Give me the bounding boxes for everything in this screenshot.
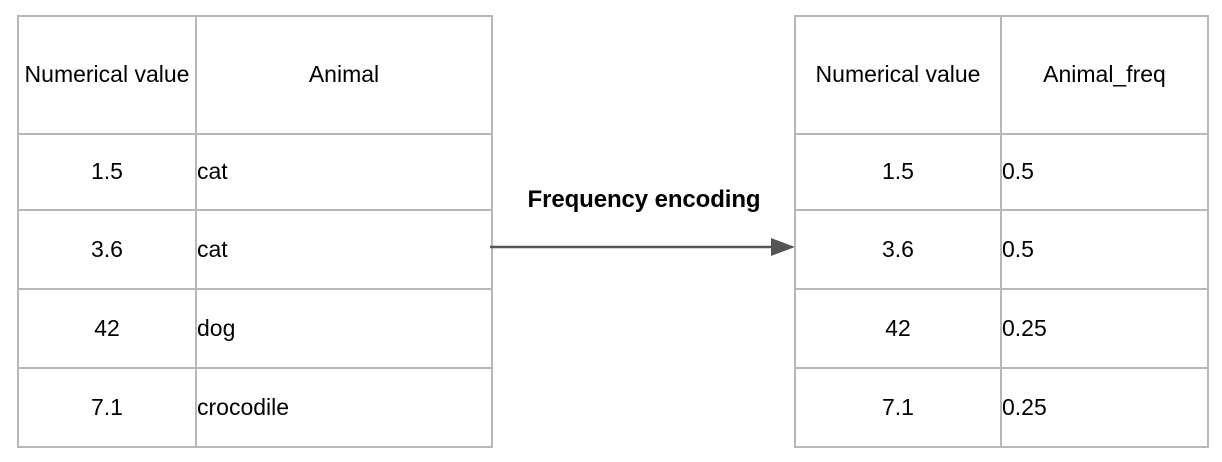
table-row: 3.6 0.5 xyxy=(794,209,1209,290)
column-header-numerical-value: Numerical value xyxy=(17,15,197,135)
cell-animal: dog xyxy=(195,288,493,369)
table-row: 7.1 crocodile xyxy=(17,367,493,448)
cell-animal: cat xyxy=(195,209,493,290)
cell-numerical-value: 42 xyxy=(794,288,1002,369)
column-header-animal: Animal xyxy=(195,15,493,135)
table-row: 3.6 cat xyxy=(17,209,493,290)
input-table: Numerical value Animal 1.5 cat 3.6 cat 4… xyxy=(17,15,493,448)
cell-numerical-value: 7.1 xyxy=(17,367,197,448)
cell-animal-freq: 0.5 xyxy=(1000,133,1209,211)
cell-animal: crocodile xyxy=(195,367,493,448)
transformation-arrow-group: Frequency encoding xyxy=(489,186,799,261)
cell-numerical-value: 1.5 xyxy=(794,133,1002,211)
table-header-row: Numerical value Animal_freq xyxy=(794,15,1209,135)
output-table: Numerical value Animal_freq 1.5 0.5 3.6 … xyxy=(794,15,1209,448)
cell-numerical-value: 7.1 xyxy=(794,367,1002,448)
table-header-row: Numerical value Animal xyxy=(17,15,493,135)
cell-animal: cat xyxy=(195,133,493,211)
cell-numerical-value: 3.6 xyxy=(17,209,197,290)
arrow-right-icon xyxy=(490,238,795,256)
table-row: 7.1 0.25 xyxy=(794,367,1209,448)
cell-numerical-value: 42 xyxy=(17,288,197,369)
cell-animal-freq: 0.25 xyxy=(1000,367,1209,448)
cell-animal-freq: 0.25 xyxy=(1000,288,1209,369)
column-header-numerical-value: Numerical value xyxy=(794,15,1002,135)
table-row: 1.5 0.5 xyxy=(794,133,1209,211)
cell-numerical-value: 1.5 xyxy=(17,133,197,211)
transformation-label: Frequency encoding xyxy=(527,186,761,213)
cell-animal-freq: 0.5 xyxy=(1000,209,1209,290)
table-row: 42 dog xyxy=(17,288,493,369)
table-row: 42 0.25 xyxy=(794,288,1209,369)
cell-numerical-value: 3.6 xyxy=(794,209,1002,290)
table-row: 1.5 cat xyxy=(17,133,493,211)
column-header-animal-freq: Animal_freq xyxy=(1000,15,1209,135)
